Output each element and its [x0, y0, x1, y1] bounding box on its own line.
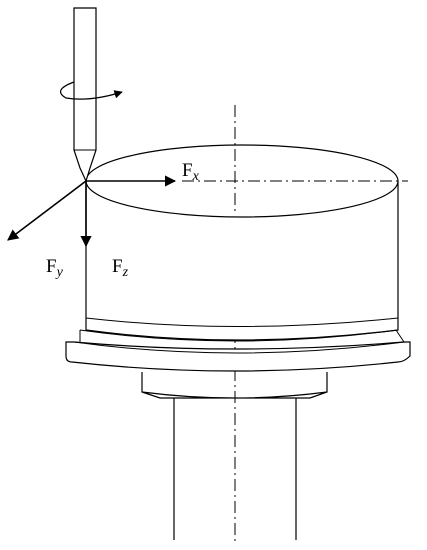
lower-shaft: [173, 398, 297, 540]
workpiece-band-line: [85, 317, 399, 327]
label-fz: Fz: [112, 256, 129, 280]
flange-top-edge: [73, 341, 405, 354]
cutting-tool: [73, 7, 97, 183]
fy-arrow-icon: [7, 180, 87, 241]
collar: [141, 372, 328, 399]
workpiece-ring: [79, 329, 405, 343]
rotation-arrow-icon: [59, 81, 123, 100]
label-fy: Fy: [46, 256, 64, 280]
label-fx: Fx: [182, 160, 200, 184]
flange-plate: [65, 341, 411, 372]
